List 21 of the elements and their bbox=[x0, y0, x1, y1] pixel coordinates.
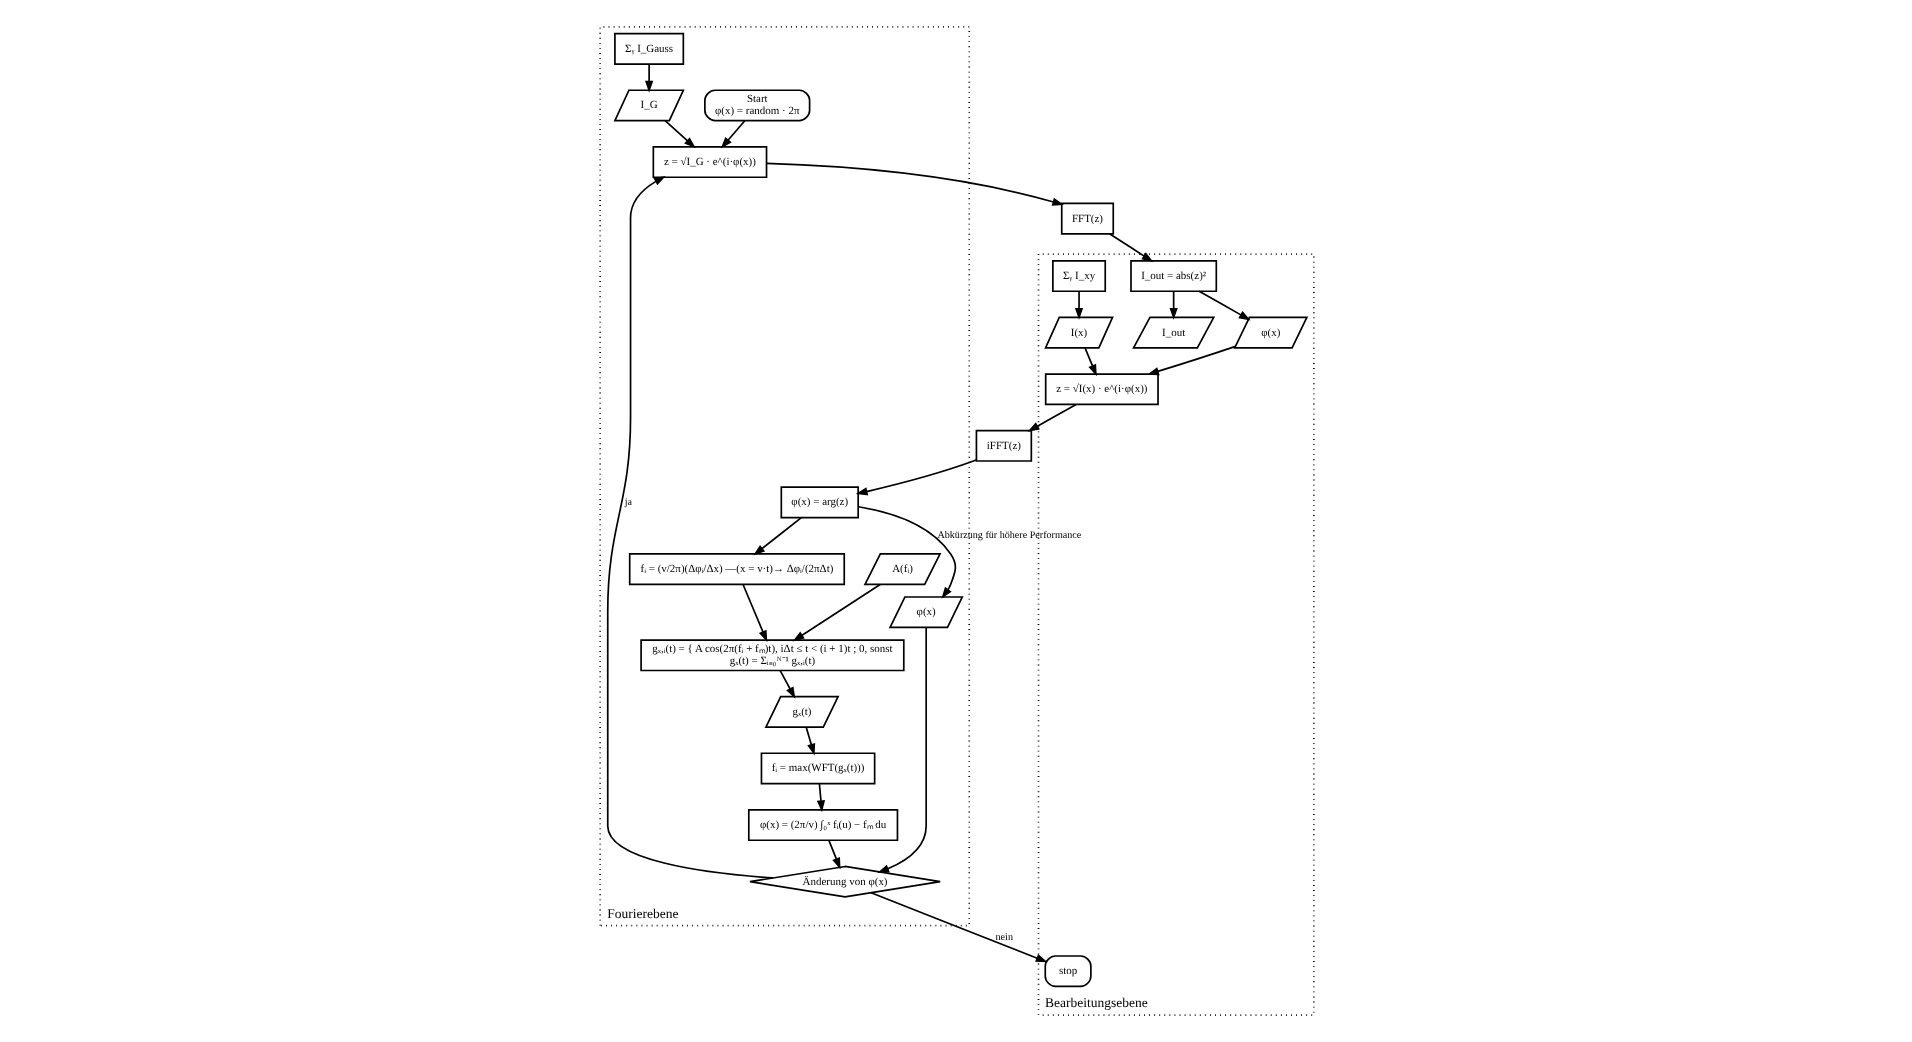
arrow bbox=[764, 162, 1064, 206]
arrow bbox=[1026, 403, 1076, 432]
arrow bbox=[1073, 290, 1083, 320]
arrow bbox=[778, 669, 795, 699]
arrow bbox=[1108, 233, 1153, 263]
arrow bbox=[856, 505, 956, 599]
arrow bbox=[752, 516, 802, 556]
arrow bbox=[869, 891, 1047, 963]
arrow bbox=[804, 726, 815, 756]
arrow bbox=[854, 459, 976, 496]
arrow bbox=[643, 63, 653, 93]
arrow bbox=[827, 839, 840, 870]
arrow bbox=[605, 176, 773, 879]
arrow bbox=[1083, 347, 1096, 377]
arrow bbox=[663, 119, 695, 149]
arrow bbox=[876, 626, 926, 873]
arrow bbox=[719, 119, 745, 149]
arrow bbox=[1197, 290, 1250, 321]
arrow bbox=[1146, 345, 1236, 376]
arrow bbox=[791, 583, 880, 642]
arrow bbox=[741, 583, 767, 643]
